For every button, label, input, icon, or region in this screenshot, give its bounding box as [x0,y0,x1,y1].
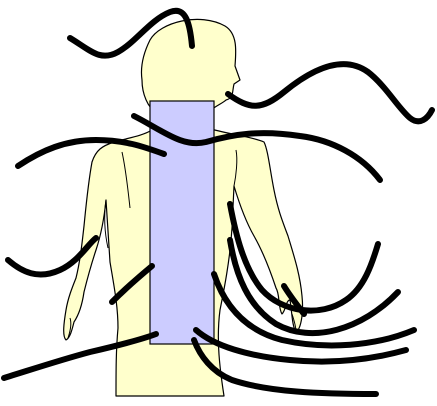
curved-line-head-right [228,64,432,121]
vertical-panel [150,101,214,344]
